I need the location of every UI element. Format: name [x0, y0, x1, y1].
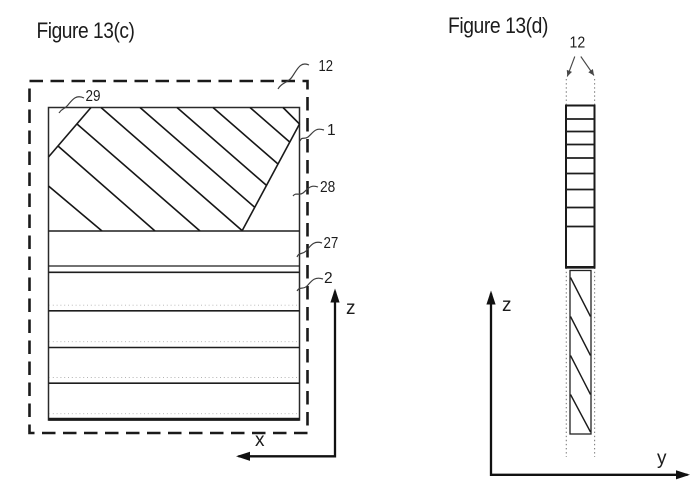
- leader-2: [296, 277, 324, 292]
- leader-28: [292, 185, 319, 197]
- label-12: 12: [319, 58, 334, 75]
- figure-13d: Figure 13(d) 12: [448, 13, 690, 480]
- label-12-d: 12: [570, 35, 586, 52]
- y-axis-label-d: y: [657, 448, 667, 469]
- layer-lines: [48, 230, 300, 385]
- hatch-line: [76, 123, 201, 232]
- leader-27: [296, 241, 323, 258]
- hatch-line: [57, 145, 156, 232]
- label-2: 2: [324, 270, 333, 287]
- hatched-column: [569, 269, 592, 435]
- hatch-line: [176, 106, 268, 187]
- leader-29: [58, 96, 85, 114]
- device-rect: [47, 106, 301, 421]
- column-hatch-line: [569, 394, 592, 433]
- width-arrowhead-left: [566, 69, 572, 77]
- axes-c-lines: [238, 291, 337, 458]
- hatch-line: [100, 106, 243, 232]
- column-hatch-line: [569, 316, 592, 356]
- leader-lines: [58, 63, 325, 292]
- y-arrowhead-d: [676, 470, 690, 480]
- hatch-line: [212, 106, 279, 165]
- width-arrowhead-right: [588, 69, 594, 76]
- label-28: 28: [320, 179, 335, 196]
- z-arrowhead-d: [486, 290, 496, 305]
- x-axis-label-c: x: [255, 430, 265, 451]
- label-29: 29: [86, 88, 101, 105]
- hatch-line: [282, 106, 301, 125]
- hatch-line: [47, 185, 103, 232]
- column-hatch-lines: [569, 277, 592, 433]
- dashed-outline-12: [28, 79, 309, 435]
- width-arrows: [566, 56, 595, 77]
- x-arrowhead-c: [236, 451, 250, 461]
- stack-rungs: [566, 118, 595, 228]
- hatch-left-boundary: [47, 106, 92, 158]
- figure-13c: Figure 13(c): [28, 18, 356, 461]
- stack-column: [565, 104, 596, 269]
- label-1: 1: [327, 122, 336, 139]
- column-hatch-line: [569, 277, 592, 317]
- z-axis-label-c: z: [346, 298, 356, 319]
- leader-12: [277, 63, 310, 90]
- axes-d: z y: [486, 290, 690, 480]
- figure-13c-title: Figure 13(c): [37, 18, 135, 43]
- hatch-line: [249, 106, 291, 143]
- axes-c: z x: [236, 288, 356, 461]
- leader-1: [299, 128, 325, 142]
- label-27: 27: [324, 235, 339, 252]
- hatch-line: [139, 106, 256, 208]
- column-hatch-line: [569, 355, 592, 395]
- figure-13d-title: Figure 13(d): [448, 13, 548, 38]
- z-axis-label-d: z: [502, 295, 512, 316]
- hatch-lines: [47, 106, 301, 232]
- axes-d-lines: [489, 293, 688, 476]
- z-arrowhead-c: [330, 288, 340, 303]
